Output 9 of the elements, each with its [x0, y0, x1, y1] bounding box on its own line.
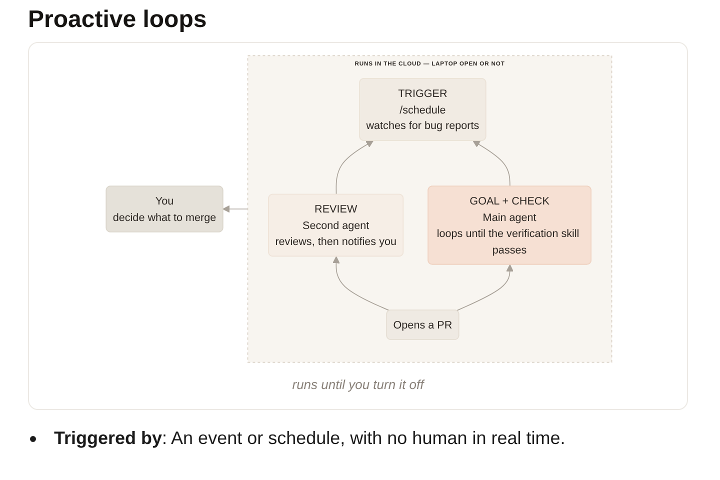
bullet-text: Triggered by: An event or schedule, with no human in real time. — [54, 428, 566, 449]
page-title: Proactive loops — [28, 6, 207, 34]
cluster — [247, 55, 612, 363]
arrow — [472, 140, 510, 187]
arrow — [332, 256, 390, 312]
loop-note: runs until you turn it off — [292, 377, 424, 392]
arrow — [456, 264, 514, 312]
arrow — [222, 205, 248, 213]
arrow — [336, 140, 374, 196]
